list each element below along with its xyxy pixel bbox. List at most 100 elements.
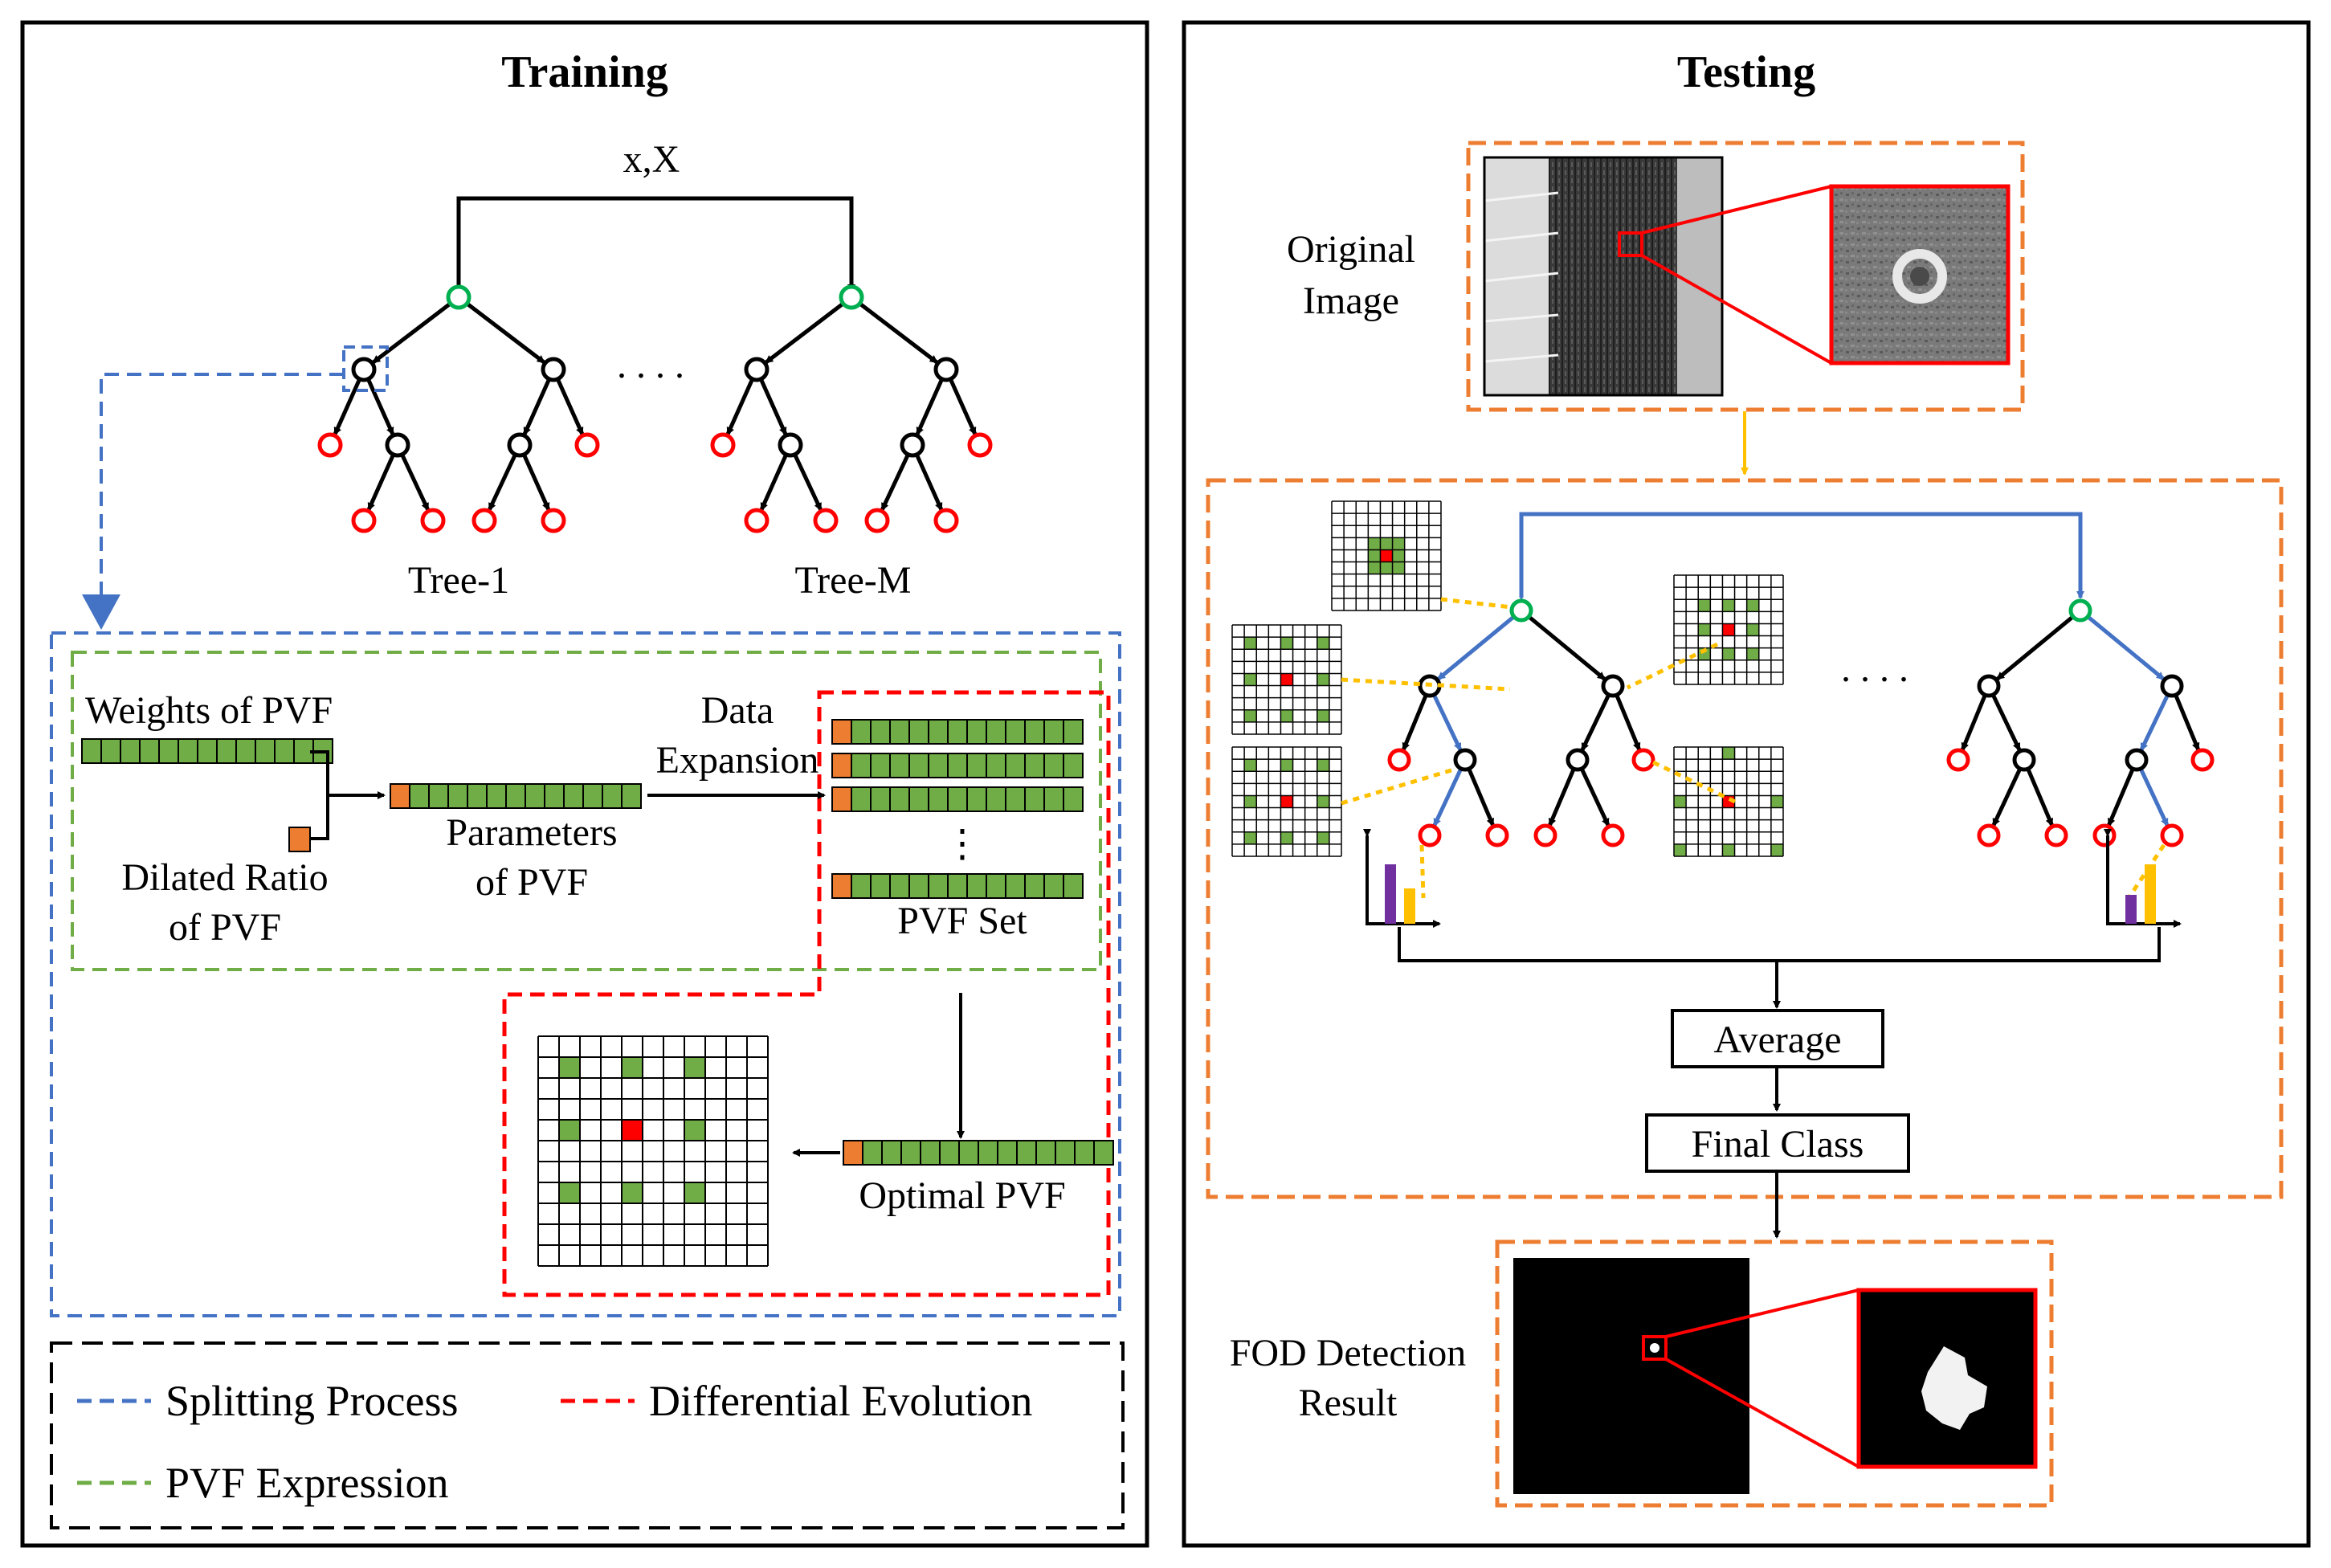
weight-cell (255, 738, 276, 764)
tree-edge (1579, 767, 1610, 827)
split-node (351, 357, 377, 382)
weights-cells (81, 738, 333, 764)
grid-weight-cell (1698, 599, 1711, 612)
histogram-bar-class1 (1385, 864, 1396, 924)
weight-cell (1016, 1140, 1037, 1166)
params-cells (390, 783, 642, 809)
tree-edge (759, 453, 788, 512)
tree-edge (1527, 615, 1606, 681)
grid-lines (1673, 746, 1784, 857)
grid-weight-cell (1722, 843, 1735, 856)
leaf-node (1387, 748, 1411, 772)
weight-cell (986, 753, 1006, 778)
weight-cell (1063, 786, 1084, 812)
leaf-node (2092, 823, 2117, 847)
split-connector (100, 373, 344, 612)
weight-cell (870, 786, 891, 812)
weight-cell (1024, 753, 1045, 778)
leaf-node (1977, 823, 2001, 847)
decision-path-edge (1437, 615, 1516, 681)
optimal-label: Optimal PVF (859, 1174, 1065, 1217)
split-node-highlight (342, 345, 389, 392)
histogram-bar-class1 (2125, 895, 2137, 924)
split-node (778, 432, 803, 458)
leaf-node (574, 432, 600, 458)
filter-link (1647, 757, 1737, 804)
test-input-split (1517, 512, 2084, 604)
root-node (446, 284, 472, 310)
histograms (1363, 829, 2182, 928)
weight-cell (889, 719, 910, 745)
grid-weight-cell (1392, 561, 1405, 574)
split-arrowhead (82, 594, 120, 630)
weight-cell (621, 783, 642, 809)
leaf-node (2190, 748, 2215, 772)
tree-edge (1402, 694, 1428, 751)
dilated-ratio-cell (288, 827, 311, 852)
tree-edge (488, 453, 517, 512)
ratio-cell (831, 786, 852, 812)
histogram-bar-class2 (1404, 888, 1415, 924)
weight-cell (908, 873, 929, 899)
tree-first-label: Tree-1 (408, 559, 509, 602)
weight-cell (602, 783, 623, 809)
weight-cell (100, 738, 121, 764)
expansion-label-1: Data (701, 689, 774, 732)
dilated-label-1: Dilated Ratio (121, 856, 328, 899)
training-trees (317, 284, 993, 533)
leaf-node (2160, 823, 2184, 847)
weight-cell (889, 753, 910, 778)
tree-edge (465, 301, 545, 364)
tree-edge (366, 453, 395, 512)
root-node (1509, 598, 1533, 623)
test-trees-ellipsis: . . . . (1841, 647, 1908, 690)
input-split-arrow (455, 196, 855, 297)
root-node (839, 284, 864, 310)
legend-expression-label: PVF Expression (165, 1459, 449, 1507)
weight-cell (928, 719, 949, 745)
dilated-label-2: of PVF (169, 906, 281, 949)
leaf-node (317, 432, 343, 458)
merge-connector (310, 750, 384, 840)
tree-edge (949, 378, 978, 436)
weight-cell (1005, 719, 1026, 745)
optimal-vector (843, 1140, 1114, 1166)
grid-weight-cell (1722, 747, 1735, 760)
weight-cell (1024, 786, 1045, 812)
weight-cell (928, 786, 949, 812)
weight-cell (1024, 719, 1045, 745)
weight-cell (81, 738, 102, 764)
weight-cell (947, 873, 968, 899)
tree-edge (765, 301, 845, 364)
weight-cell (889, 873, 910, 899)
training-panel: Training x,X . . . . Tree-1 Tree-M Weigh… (20, 20, 1149, 1548)
testing-panel: Testing Original Image (1182, 20, 2311, 1548)
tree-edge (915, 378, 944, 436)
pvf-expression-box (71, 651, 1102, 971)
decision-path-edge (2139, 693, 2170, 752)
pvf-set-vdots: ⋮ (943, 823, 982, 865)
weight-cell (1043, 719, 1064, 745)
tree-edge (366, 378, 395, 436)
weight-cell (158, 738, 179, 764)
grid-weight-cell (559, 1120, 580, 1141)
final-class-box (1645, 1113, 1910, 1173)
original-image (1483, 156, 1724, 397)
grid-weight-cell (1317, 831, 1329, 844)
pvf-set-vectors (831, 719, 1084, 899)
weight-cell (900, 1140, 921, 1166)
grid-center-cell (1280, 673, 1293, 686)
final-class-label: Final Class (1692, 1123, 1864, 1166)
grid-weight-cell (1368, 561, 1381, 574)
filter-grid-left (1231, 624, 1342, 735)
grid-weight-cell (1674, 843, 1687, 856)
weight-cell (1005, 753, 1026, 778)
weight-cell (920, 1140, 941, 1166)
grid-weight-cell (1244, 759, 1257, 772)
tree-edge (400, 453, 430, 512)
weight-cell (851, 719, 872, 745)
zoom-line-bottom (1641, 254, 1832, 365)
leaf-node (744, 508, 770, 533)
weight-cell (997, 1140, 1018, 1166)
decision-path-edge (2086, 615, 2165, 681)
